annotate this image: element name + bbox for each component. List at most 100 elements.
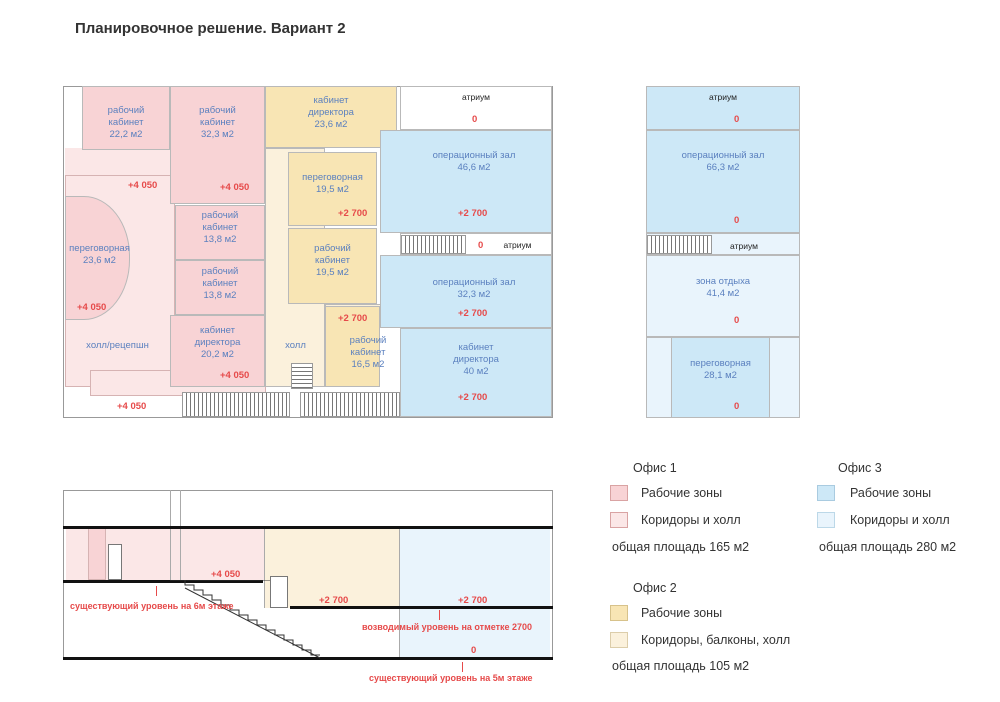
room-label: атриум <box>462 92 490 102</box>
level-mark: 0 <box>478 240 484 251</box>
room-label: рабочий кабинет 32,3 м2 <box>199 105 236 140</box>
room-work-19 <box>288 228 377 304</box>
room-meeting-19 <box>288 152 377 226</box>
level-mark: +2 700 <box>458 595 488 606</box>
room-work-32 <box>170 86 265 204</box>
page-title: Планировочное решение. Вариант 2 <box>75 20 346 37</box>
level-mark: 0 <box>734 315 740 326</box>
level-tick <box>462 662 463 672</box>
section-note: возводимый уровень на отметке 2700 <box>362 622 533 632</box>
legend-swatch <box>610 632 628 648</box>
legend-swatch <box>610 512 628 528</box>
stairs-atrium <box>401 235 466 254</box>
level-mark: +2 700 <box>319 595 349 606</box>
room-director-40 <box>400 328 552 417</box>
legend-item: Коридоры и холл <box>850 513 950 527</box>
level-mark: +2 700 <box>338 313 368 324</box>
room-label: кабинет директора 23,6 м2 <box>308 95 354 130</box>
section-note: существующий уровень на 5м этаже <box>369 673 533 683</box>
level-tick <box>439 610 440 620</box>
slab-top <box>63 526 553 529</box>
room-work-13b <box>175 260 265 315</box>
level-mark: +2 700 <box>338 208 368 219</box>
section-column <box>170 490 181 582</box>
section-staircase <box>170 580 321 659</box>
room-operations-66 <box>646 130 800 233</box>
section-office3 <box>400 528 550 658</box>
legend-swatch <box>610 605 628 621</box>
legend-office1-title: Офис 1 <box>633 461 677 475</box>
room-label: рабочий кабинет 13,8 м2 <box>201 266 239 301</box>
room-label: рабочий кабинет 22,2 м2 <box>107 105 145 140</box>
room-label: холл/рецепшн <box>86 340 149 351</box>
legend-swatch <box>610 485 628 501</box>
room-label: кабинет директора 40 м2 <box>453 342 499 377</box>
room-rest-zone <box>646 255 800 337</box>
room-label: переговорная 28,1 м2 <box>690 358 751 381</box>
slab-5th-floor <box>63 657 553 660</box>
legend-item: Рабочие зоны <box>641 606 723 620</box>
legend-item: Коридоры и холл <box>641 513 741 527</box>
level-mark: +4 050 <box>77 302 107 313</box>
room-meeting-28 <box>671 337 770 418</box>
room-label: операционный зал 46,6 м2 <box>432 150 516 173</box>
room-label: рабочий кабинет 13,8 м2 <box>201 210 239 245</box>
legend-office2-title: Офис 2 <box>633 581 677 595</box>
level-tick <box>156 586 157 596</box>
section-door-2 <box>270 576 288 608</box>
room-label: холл <box>285 340 306 351</box>
room-director-23 <box>265 86 397 148</box>
section-partition <box>264 528 265 608</box>
room-label: переговорная 19,5 м2 <box>302 172 363 195</box>
legend-area: общая площадь 165 м2 <box>612 540 750 554</box>
level-mark: +4 050 <box>220 370 250 381</box>
room-label: рабочий кабинет 16,5 м2 <box>349 335 387 370</box>
room-operations-46 <box>380 130 552 233</box>
legend-item: Рабочие зоны <box>641 486 723 500</box>
level-mark: +2 700 <box>458 308 488 319</box>
room-label: атриум <box>503 240 532 250</box>
room-label: операционный зал 66,3 м2 <box>681 150 765 173</box>
section-door <box>108 544 122 580</box>
legend-item: Коридоры, балконы, холл <box>641 633 791 647</box>
level-mark: +2 700 <box>458 392 488 403</box>
room-work-13a <box>175 205 265 260</box>
room-label: зона отдыха 41,4 м2 <box>695 276 751 299</box>
section-partition-2 <box>399 528 400 658</box>
slab-2700 <box>290 606 553 609</box>
stairs-right <box>647 235 712 254</box>
legend-area: общая площадь 280 м2 <box>819 540 957 554</box>
slab-6th-floor <box>63 580 263 583</box>
level-mark: +4 050 <box>117 401 147 412</box>
legend-office3-title: Офис 3 <box>838 461 882 475</box>
legend-swatch <box>817 512 835 528</box>
level-mark: 0 <box>472 114 478 125</box>
level-mark: 0 <box>471 645 477 656</box>
section-office1-wall <box>88 528 106 580</box>
level-mark: +2 700 <box>458 208 488 219</box>
legend-item: Рабочие зоны <box>850 486 932 500</box>
room-label: кабинет директора 20,2 м2 <box>194 325 241 360</box>
section-note: существующий уровень на 6м этаже <box>70 601 234 611</box>
room-work-22 <box>82 86 170 150</box>
level-mark: +4 050 <box>211 569 241 580</box>
stairs-hall <box>291 363 313 389</box>
level-mark: +4 050 <box>128 180 158 191</box>
level-mark: 0 <box>734 114 740 125</box>
atrium-right-top <box>646 86 800 130</box>
room-director-20 <box>170 315 265 387</box>
level-mark: 0 <box>734 215 740 226</box>
room-operations-32 <box>380 255 552 328</box>
room-work-16 <box>325 306 380 387</box>
stairs-bottom <box>182 392 290 417</box>
legend-area: общая площадь 105 м2 <box>612 659 750 673</box>
room-label: атриум <box>730 241 758 251</box>
room-label: переговорная 23,6 м2 <box>69 243 130 266</box>
level-mark: +4 050 <box>220 182 250 193</box>
legend-swatch <box>817 485 835 501</box>
room-label: рабочий кабинет 19,5 м2 <box>314 243 351 278</box>
atrium-top <box>400 86 552 130</box>
room-label: атриум <box>709 92 737 102</box>
stairs-bottom-2 <box>300 392 400 417</box>
room-label: операционный зал 32,3 м2 <box>432 277 516 300</box>
